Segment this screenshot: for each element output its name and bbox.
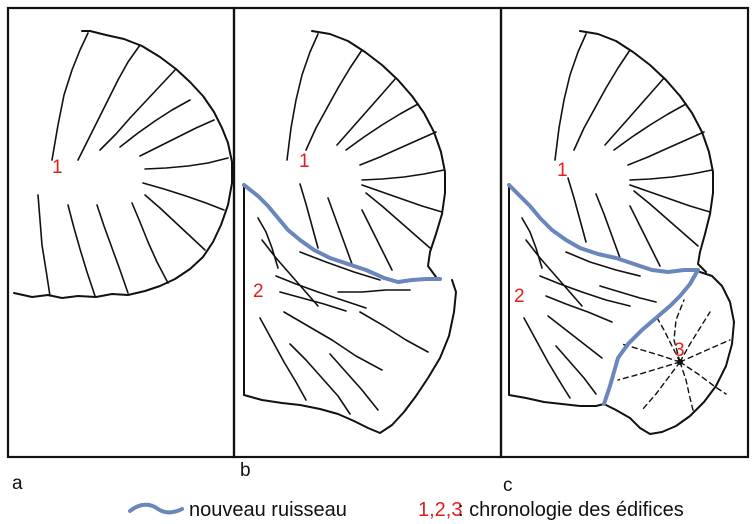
new-stream bbox=[242, 183, 442, 284]
edifice-1-outline bbox=[579, 30, 714, 273]
edifice-2-rills bbox=[521, 217, 657, 399]
panel-c-label: c bbox=[503, 475, 513, 496]
panel-a-label: a bbox=[12, 473, 23, 494]
panel-b-label: b bbox=[240, 460, 251, 481]
edifice-1-rills bbox=[554, 33, 713, 267]
edifice-3-outline bbox=[603, 271, 735, 435]
edifice-2-number: 2 bbox=[253, 281, 264, 302]
edifice-1-number: 1 bbox=[299, 151, 310, 172]
edifice-1-number: 1 bbox=[52, 157, 63, 178]
new-stream bbox=[507, 183, 700, 274]
edifice-2-number: 2 bbox=[514, 286, 525, 307]
legend: nouveau ruisseau 1,2,3 : chronologie des… bbox=[128, 499, 684, 521]
legend-chronology-numbers: 1,2,3 bbox=[418, 499, 462, 521]
edifice-3-number: 3 bbox=[674, 340, 685, 361]
legend-chronology-label: : chronologie des édifices bbox=[458, 499, 684, 521]
panel-b: 1 2 b bbox=[232, 6, 503, 481]
edifice-3-radial-rills bbox=[617, 299, 731, 415]
edifice-2-outline bbox=[508, 184, 605, 407]
edifice-1-outline bbox=[13, 30, 233, 299]
edifice-1-outline bbox=[311, 30, 446, 278]
edifice-2-outline bbox=[243, 184, 457, 434]
legend-stream-label: nouveau ruisseau bbox=[189, 499, 347, 521]
edifice-1-number: 1 bbox=[557, 160, 568, 181]
legend-stream-swatch bbox=[128, 502, 184, 515]
edifice-1-rills bbox=[286, 33, 445, 271]
panel-c-frame bbox=[499, 6, 750, 459]
panel-a: 1 a bbox=[6, 6, 236, 494]
new-stream-branch bbox=[602, 268, 700, 406]
panel-b-frame bbox=[232, 6, 503, 459]
edifice-1-rills bbox=[37, 32, 229, 297]
edifice-2-rills bbox=[257, 217, 429, 415]
edifice-3-crater bbox=[677, 359, 683, 365]
panel-c: 1 2 3 c bbox=[499, 6, 750, 496]
